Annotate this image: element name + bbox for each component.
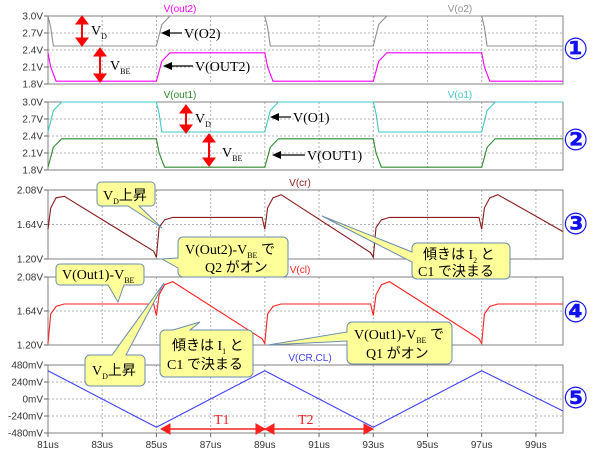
callout-q2-on: V(Out2)-VBE で Q2 がオン: [160, 236, 289, 278]
y-tick-label: -240mV: [8, 412, 43, 423]
series-label: V(cl): [290, 265, 311, 276]
p2-out1-label: V(OUT1): [307, 149, 363, 164]
series-line-v-cr-cl: [47, 370, 564, 428]
y-tick-label: 1.64V: [17, 307, 43, 318]
p1-o2-label: V(O2): [184, 27, 221, 42]
callout-q1-on: V(Out1)-VBE で Q1 がオン: [267, 321, 453, 365]
y-tick-label: -480mV: [8, 429, 43, 440]
p1-o2-pointer: [161, 29, 182, 37]
panel-4: 2.08V 1.64V 1.20V V(cl): [17, 265, 564, 352]
series-label: V(out2): [164, 4, 197, 15]
y-tick-label: 1.8V: [22, 166, 43, 177]
panel-1: 3.0V 2.7V 2.4V 2.1V 1.8V V(out2) V(o2): [22, 4, 564, 91]
x-tick-label: 89us: [254, 440, 276, 451]
t1-label: T1: [214, 413, 230, 428]
panel-2: 3.0V 2.7V 2.4V 2.1V 1.8V V(out1) V(o1): [22, 90, 564, 177]
p2-vbe-label: VBE: [222, 146, 242, 163]
y-tick-label: 2.4V: [22, 132, 43, 143]
p1-out2-label: V(OUT2): [195, 60, 251, 75]
y-tick-label: 3.0V: [22, 98, 43, 109]
t1-t2-arrows: [159, 423, 375, 435]
series-label: V(cr): [289, 178, 311, 189]
x-tick-label: 85us: [146, 440, 168, 451]
svg-text:C1 で決まる: C1 で決まる: [167, 357, 243, 373]
svg-text:V(Out1)-VBE: V(Out1)-VBE: [62, 268, 135, 285]
series-line-v-out2: [47, 52, 563, 82]
y-tick-label: 2.7V: [22, 115, 43, 126]
p1-vd-arrow: [75, 15, 89, 47]
x-tick-label: 95us: [417, 440, 439, 451]
p1-vbe-arrow: [93, 47, 107, 83]
p2-o1-pointer: [270, 113, 291, 121]
t2-label: T2: [298, 413, 314, 428]
x-tick-label: 97us: [471, 440, 493, 451]
p2-vbe-arrow: [202, 133, 216, 167]
circled-number-4: ④: [563, 295, 588, 330]
y-tick-label: 1.20V: [17, 255, 43, 266]
svg-text:VD上昇: VD上昇: [103, 188, 147, 206]
series-line-v-cr: [47, 194, 564, 260]
p2-vd-arrow: [179, 104, 193, 134]
y-tick-label: 1.64V: [17, 220, 43, 231]
svg-text:Q1 がオン: Q1 がオン: [366, 346, 429, 362]
callout-vd-rise-top: VD上昇: [96, 181, 163, 229]
circled-number-3: ③: [563, 207, 588, 242]
panel-5: 480mV 240mV 0mV -240mV -480mV V(CR,CL) 81us 83u…: [8, 353, 564, 451]
plot-frame: [47, 364, 564, 434]
callout-slope-i1: 傾きは I1 と C1 で決まる: [159, 321, 254, 378]
y-tick-label: 3.0V: [22, 12, 43, 23]
p2-out1-pointer: [272, 151, 305, 159]
y-tick-label: 1.8V: [22, 80, 43, 91]
p1-out2-pointer: [163, 62, 193, 70]
x-tick-label: 81us: [37, 440, 59, 451]
svg-text:V(Out2)-VBE で: V(Out2)-VBE で: [185, 243, 275, 260]
series-label: V(o1): [448, 90, 472, 101]
y-tick-label: 2.08V: [17, 186, 43, 197]
y-tick-label: 0mV: [22, 395, 43, 406]
plot-frame: [47, 276, 564, 346]
circled-number-1: ①: [563, 32, 588, 67]
svg-text:Q2 がオン: Q2 がオン: [205, 260, 268, 276]
y-tick-label: 2.1V: [22, 63, 43, 74]
callout-vd-rise-bottom: VD上昇: [84, 282, 165, 387]
y-tick-label: 2.7V: [22, 29, 43, 40]
svg-text:VD上昇: VD上昇: [92, 363, 136, 381]
series-line-v-o1: [47, 101, 563, 133]
y-tick-label: 2.4V: [22, 46, 43, 57]
x-tick-label: 99us: [525, 440, 547, 451]
p1-vbe-label: VBE: [110, 59, 130, 76]
svg-text:V(Out1)-VBE で: V(Out1)-VBE で: [354, 328, 444, 345]
series-line-v-cl: [47, 280, 563, 346]
x-tick-label: 91us: [308, 440, 330, 451]
y-tick-label: 2.1V: [22, 149, 43, 160]
series-line-v-o2: [47, 15, 563, 47]
plot-frame: [47, 15, 564, 85]
x-tick-label: 93us: [362, 440, 384, 451]
series-label: V(CR,CL): [288, 353, 331, 364]
plot-frame: [47, 189, 564, 260]
svg-text:傾きは I1 と: 傾きは I1 と: [172, 338, 244, 356]
p1-vd-label: VD: [91, 24, 107, 41]
y-tick-label: 2.08V: [17, 273, 43, 284]
x-tick-label: 83us: [91, 440, 113, 451]
circled-number-2: ②: [563, 123, 588, 158]
series-label: V(out1): [164, 90, 197, 101]
p2-o1-label: V(O1): [293, 111, 330, 126]
svg-text:C1 で決まる: C1 で決まる: [418, 264, 494, 280]
y-tick-label: 240mV: [11, 378, 43, 389]
circled-number-5: ⑤: [563, 381, 588, 416]
series-label: V(o2): [448, 4, 472, 15]
y-tick-label: 480mV: [11, 361, 43, 372]
svg-text:傾きは I2 と: 傾きは I2 と: [423, 247, 495, 265]
x-tick-label: 87us: [200, 440, 222, 451]
y-tick-label: 1.20V: [17, 341, 43, 352]
p2-vd-label: VD: [195, 112, 211, 129]
callout-out1-vbe: V(Out1)-VBE: [55, 263, 145, 304]
series-line-v-out1: [47, 138, 563, 168]
callout-slope-i2: 傾きは I2 と C1 で決まる: [321, 215, 511, 280]
